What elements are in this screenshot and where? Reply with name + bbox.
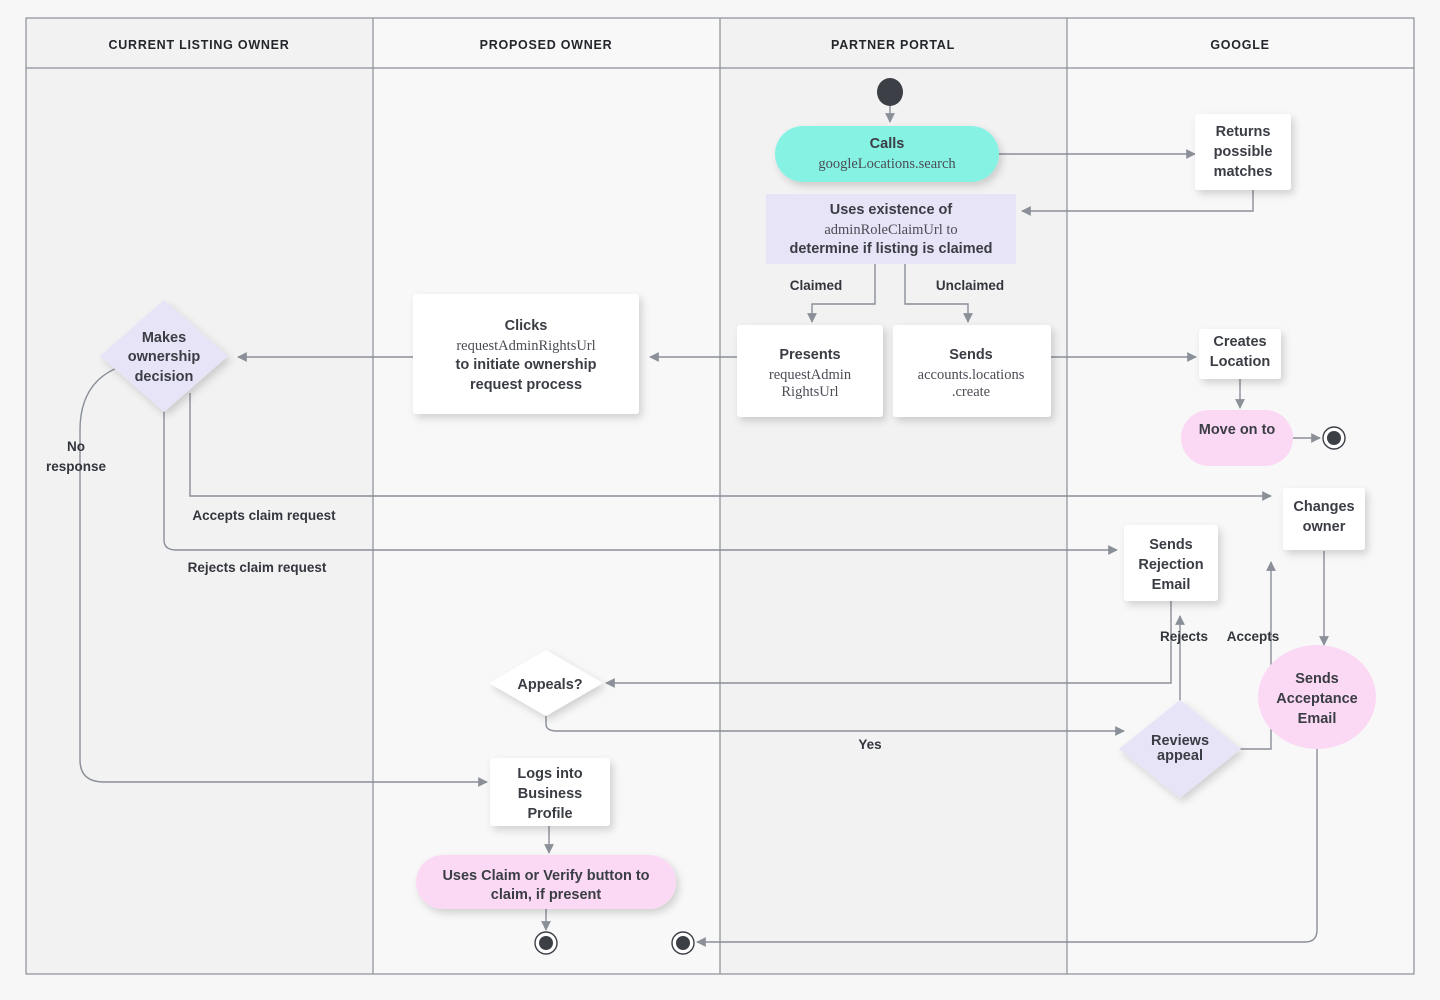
lane-header-current-listing-owner: CURRENT LISTING OWNER xyxy=(108,38,289,52)
edge-rejects-claim-request-to-rejection-email xyxy=(163,406,1118,555)
node-creates-location-line-2: Location xyxy=(1210,354,1270,370)
node-reviews-appeal[interactable] xyxy=(1119,700,1241,798)
node-move-on-to[interactable] xyxy=(1181,410,1293,466)
edge-no-response-to-logs-in xyxy=(79,361,488,787)
node-logs-in-line-1: Logs into xyxy=(517,766,582,782)
edge-label-unclaimed: Unclaimed xyxy=(936,278,1004,293)
node-creates-location[interactable] xyxy=(1199,329,1281,379)
lane-header-proposed-owner: PROPOSED OWNER xyxy=(480,38,613,52)
node-reviews-appeal-line-2: appeal xyxy=(1157,748,1203,764)
edge-uses-existence-claimed xyxy=(807,264,876,323)
node-returns-line-3: matches xyxy=(1214,164,1273,180)
node-acceptance-email-line-3: Email xyxy=(1298,711,1337,727)
node-returns-line-1: Returns xyxy=(1216,124,1271,140)
edge-label-yes: Yes xyxy=(858,737,881,752)
node-logs-in-line-2: Business xyxy=(518,786,582,802)
edge-rejection-email-to-appeals xyxy=(605,601,1172,688)
node-changes-owner-line-2: owner xyxy=(1303,519,1346,535)
node-appeals[interactable] xyxy=(489,650,603,716)
node-appeals-label: Appeals? xyxy=(517,677,582,693)
node-end-google xyxy=(1322,426,1346,450)
lane-header-google: GOOGLE xyxy=(1210,38,1269,52)
edge-label-accepts: Accepts xyxy=(1227,629,1280,644)
node-acceptance-email-line-1: Sends xyxy=(1295,671,1339,687)
edge-label-accepts-claim-request: Accepts claim request xyxy=(192,508,336,523)
node-end-partner-portal xyxy=(671,931,695,955)
node-move-on-to-label: Move on to xyxy=(1199,422,1276,438)
node-uses-existence-line-1: Uses existence of xyxy=(830,202,953,218)
node-end-proposed-owner xyxy=(534,931,558,955)
node-start xyxy=(877,78,903,106)
node-presents-line-3: RightsUrl xyxy=(781,384,838,400)
flow-edges xyxy=(79,104,1329,947)
node-calls-google-locations-search[interactable] xyxy=(775,126,999,182)
lane-header-partner-portal: PARTNER PORTAL xyxy=(831,38,955,52)
node-makes-decision-line-1: Makes xyxy=(142,330,186,346)
edge-label-no-response-line-2: response xyxy=(46,459,107,474)
node-rejection-email-line-1: Sends xyxy=(1149,537,1193,553)
node-clicks-request-admin-rights-url[interactable] xyxy=(413,294,639,414)
node-reviews-appeal-line-1: Reviews xyxy=(1151,733,1209,749)
node-uses-claim-line-2: claim, if present xyxy=(491,887,602,903)
node-sends-create-line-2: accounts.locations xyxy=(918,367,1025,383)
edge-label-rejects: Rejects xyxy=(1160,629,1208,644)
node-uses-existence-of-admin-role-claim-url[interactable] xyxy=(766,194,1016,264)
node-clicks-line-2: requestAdminRightsUrl xyxy=(456,338,595,354)
node-sends-create-line-1: Sends xyxy=(949,347,993,363)
node-acceptance-email-line-2: Acceptance xyxy=(1276,691,1357,707)
edge-label-rejects-claim-request: Rejects claim request xyxy=(188,560,327,575)
node-sends-acceptance-email[interactable] xyxy=(1258,645,1376,749)
node-sends-accounts-locations-create[interactable] xyxy=(893,325,1051,417)
node-calls-line-2: googleLocations.search xyxy=(818,156,956,172)
node-makes-decision-line-3: decision xyxy=(135,369,194,385)
node-creates-location-line-1: Creates xyxy=(1213,334,1266,350)
node-presents-line-1: Presents xyxy=(779,347,840,363)
node-clicks-line-3: to initiate ownership xyxy=(456,357,597,373)
edge-returns-to-uses-existence xyxy=(1021,190,1254,216)
node-uses-existence-line-3: determine if listing is claimed xyxy=(789,241,992,257)
node-logs-into-business-profile[interactable] xyxy=(490,758,610,826)
edge-acceptance-email-to-end xyxy=(696,735,1318,947)
node-makes-ownership-decision[interactable] xyxy=(100,300,228,412)
node-changes-owner-line-1: Changes xyxy=(1293,499,1354,515)
node-sends-rejection-email[interactable] xyxy=(1124,525,1218,601)
node-rejection-email-line-2: Rejection xyxy=(1138,557,1203,573)
node-sends-create-line-3: .create xyxy=(952,384,990,400)
node-changes-owner[interactable] xyxy=(1283,488,1365,550)
node-clicks-line-1: Clicks xyxy=(505,318,548,334)
node-logs-in-line-3: Profile xyxy=(527,806,572,822)
edge-label-claimed: Claimed xyxy=(790,278,843,293)
edge-label-no-response-line-1: No xyxy=(67,439,85,454)
node-returns-possible-matches[interactable] xyxy=(1195,114,1291,190)
node-makes-decision-line-2: ownership xyxy=(128,349,201,365)
edge-reviews-appeal-accepts xyxy=(1233,561,1276,750)
node-presents-line-2: requestAdmin xyxy=(769,367,852,383)
node-clicks-line-4: request process xyxy=(470,377,582,393)
node-calls-line-1: Calls xyxy=(870,136,905,152)
node-uses-existence-line-2: adminRoleClaimUrl to xyxy=(824,222,957,238)
edge-uses-existence-unclaimed xyxy=(904,264,973,323)
node-uses-claim-or-verify-button[interactable] xyxy=(416,855,676,909)
node-presents-request-admin-rights-url[interactable] xyxy=(737,325,883,417)
edge-accepts-claim-request-to-changes-owner xyxy=(189,393,1272,501)
node-returns-line-2: possible xyxy=(1214,144,1273,160)
node-uses-claim-line-1: Uses Claim or Verify button to xyxy=(442,868,649,884)
edge-appeals-yes-to-reviews-appeal xyxy=(545,715,1125,736)
node-rejection-email-line-3: Email xyxy=(1152,577,1191,593)
